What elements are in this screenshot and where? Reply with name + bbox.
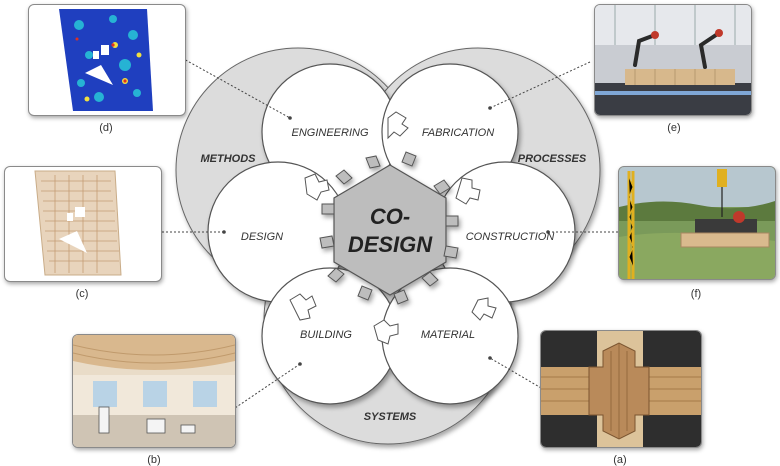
processes-label: PROCESSES (518, 153, 587, 165)
joint-connector (373, 319, 399, 345)
photo-e-robotic-fabrication (594, 4, 752, 116)
center-title-line1: CO- (370, 204, 410, 229)
leader-line-a (489, 357, 549, 393)
caption-b: (b) (147, 454, 161, 466)
photo-a-timber-joint (540, 330, 702, 448)
engineering-label: ENGINEERING (291, 127, 368, 139)
photo-c-floor-plan (4, 166, 162, 282)
joint-connectors (289, 111, 497, 345)
caption-f: (f) (690, 288, 702, 300)
center-hexagon (319, 151, 459, 305)
photo-d-heatmap (28, 4, 186, 116)
joint-connector (289, 293, 317, 321)
leader-line-b (231, 363, 301, 411)
photo-b-building-interior (72, 334, 236, 448)
joint-connector (471, 297, 497, 321)
material-label: MATERIAL (421, 329, 475, 341)
center-title-line2: DESIGN (348, 232, 433, 257)
joint-connector (304, 173, 330, 201)
construction-label: CONSTRUCTION (466, 231, 555, 243)
white-circles (207, 63, 576, 405)
photo-f-crane-construction (618, 166, 776, 280)
leader-line-d (181, 57, 291, 119)
joint-connector (455, 177, 481, 205)
caption-c: (c) (75, 288, 89, 300)
caption-e: (e) (667, 122, 681, 134)
methods-label: METHODS (201, 153, 257, 165)
fabrication-label: FABRICATION (422, 127, 494, 139)
hexagon-body (333, 164, 447, 296)
leader-lines (158, 57, 618, 411)
labels: ENGINEERING FABRICATION DESIGN CONSTRUCT… (201, 127, 587, 423)
hexagon-teeth (319, 151, 459, 305)
joint-connector (387, 111, 409, 140)
building-label: BUILDING (300, 329, 352, 341)
systems-label: SYSTEMS (364, 411, 417, 423)
caption-d: (d) (99, 122, 113, 134)
design-label: DESIGN (241, 231, 283, 243)
caption-a: (a) (613, 454, 627, 466)
